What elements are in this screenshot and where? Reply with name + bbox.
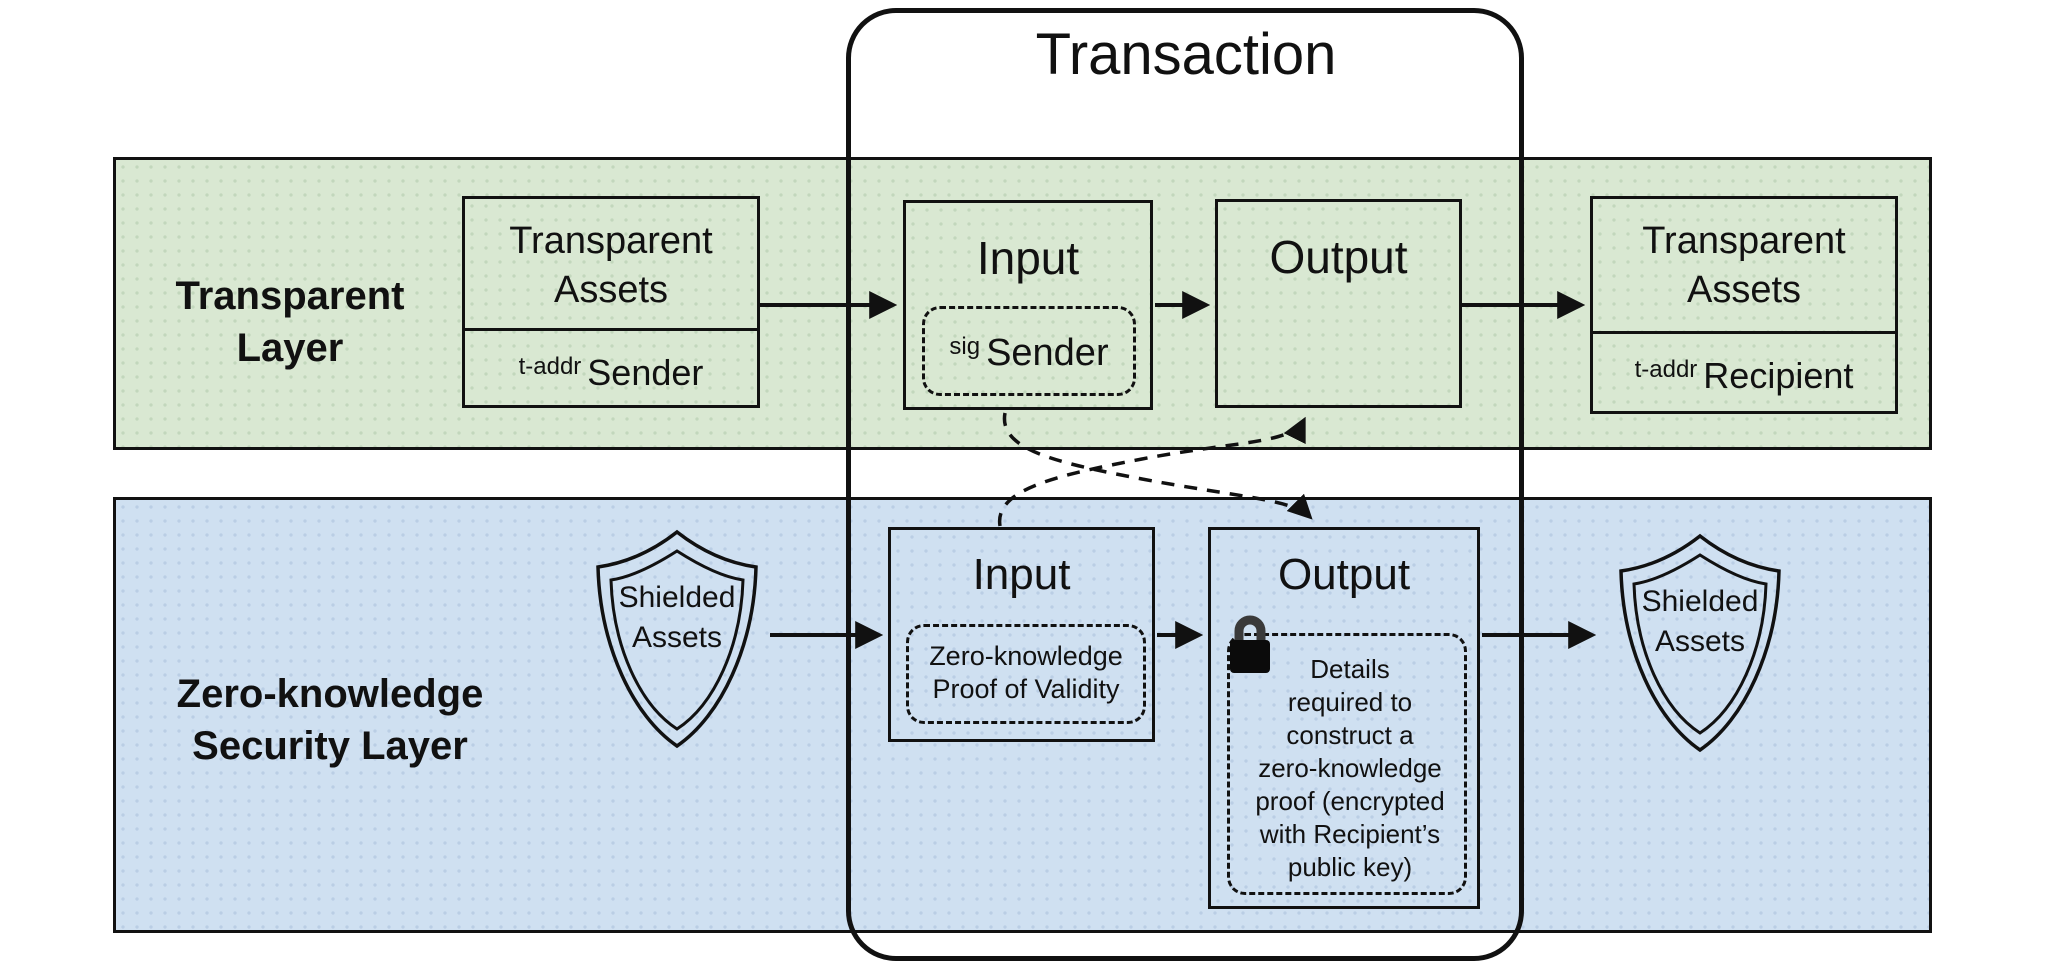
- recipient-addr-type: t-addr: [1634, 356, 1698, 383]
- sig-owner: Sender: [986, 332, 1109, 374]
- zk-input-box: Input Zero-knowledge Proof of Validity: [888, 527, 1155, 742]
- recipient-assets-divider: [1593, 331, 1895, 334]
- recipient-assets-title: Transparent Assets: [1642, 220, 1846, 311]
- zk-proof-note: Zero-knowledge Proof of Validity: [929, 641, 1123, 704]
- transparent-layer-label: Transparent Layer: [175, 274, 405, 370]
- sender-assets-title: Transparent Assets: [509, 220, 713, 311]
- zk-output-box: Output Details required to construct a z…: [1208, 527, 1480, 909]
- shield-icon: [596, 529, 758, 749]
- zk-security-layer-label: Zero-knowledge Security Layer: [176, 672, 484, 768]
- shielded-assets-right-label: Shielded Assets: [1641, 585, 1759, 658]
- transaction-boundary: [846, 8, 1524, 961]
- sender-addr-type: t-addr: [518, 353, 582, 380]
- zk-output-title: Output: [1277, 550, 1411, 599]
- recipient-addr-owner: Recipient: [1703, 355, 1854, 396]
- sender-assets-divider: [465, 328, 757, 331]
- transparent-input-title: Input: [976, 232, 1080, 284]
- padlock-icon: [1230, 615, 1270, 673]
- transparent-output-title: Output: [1269, 231, 1408, 283]
- shielded-assets-left-label: Shielded Assets: [618, 581, 736, 654]
- zk-proof-dashed-box: Zero-knowledge Proof of Validity: [906, 624, 1146, 724]
- transparent-output-box: Output: [1215, 199, 1462, 408]
- encrypted-details-note: Details required to construct a zero-kno…: [1255, 654, 1445, 882]
- sig-prefix: sig: [949, 333, 981, 360]
- transaction-title: Transaction: [1035, 22, 1337, 87]
- sender-addr-owner: Sender: [587, 352, 704, 393]
- encrypted-details-dashed-box: Details required to construct a zero-kno…: [1227, 633, 1467, 895]
- zk-input-title: Input: [972, 550, 1071, 599]
- shield-icon: [1619, 533, 1781, 753]
